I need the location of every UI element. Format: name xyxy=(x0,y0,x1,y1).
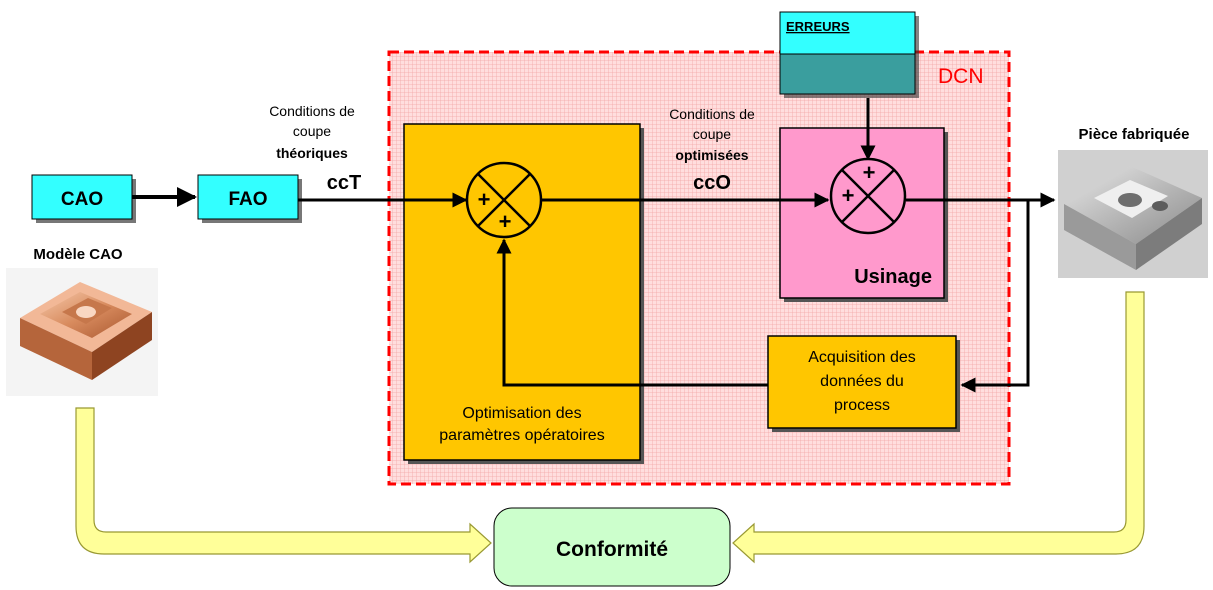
optimisation-label-line2: paramètres opératoires xyxy=(439,427,604,444)
cc-theo-line1: Conditions de xyxy=(269,103,355,119)
cct-label: ccT xyxy=(327,172,361,194)
cc-opt-line2: coupe xyxy=(693,126,731,142)
cc-theo-line3: théoriques xyxy=(276,145,348,161)
machined-part-image xyxy=(1058,150,1208,278)
cao-model-image xyxy=(6,268,158,396)
cc-opt-line1: Conditions de xyxy=(669,106,755,122)
fao-block xyxy=(197,174,302,223)
summing-junction-1 xyxy=(465,161,543,239)
cao-block xyxy=(31,174,136,223)
arrow-piece-to-conformite xyxy=(732,291,1145,564)
modele-cao-label: Modèle CAO xyxy=(33,246,123,263)
piece-fabriquee-label: Pièce fabriquée xyxy=(1079,126,1190,143)
acquisition-label-line2: données du xyxy=(820,373,904,390)
conformite-block xyxy=(493,507,731,587)
feedback-to-sum1 xyxy=(496,238,768,387)
fao-label: FAO xyxy=(228,189,267,210)
summing-junction-2 xyxy=(829,157,907,235)
dcn-label: DCN xyxy=(938,65,984,88)
erreurs-label: ERREURS xyxy=(786,19,850,34)
cc-theo-line2: coupe xyxy=(293,123,331,139)
sum1-plus-left: + xyxy=(478,187,491,212)
usinage-label: Usinage xyxy=(854,266,932,288)
cc-opt-line3: optimisées xyxy=(675,147,748,163)
optimisation-label-line1: Optimisation des xyxy=(462,405,581,422)
sum2-plus-top: + xyxy=(863,160,876,185)
cco-label: ccO xyxy=(693,172,731,194)
acquisition-label-line1: Acquisition des xyxy=(808,349,916,366)
sum2-plus-left: + xyxy=(842,183,855,208)
erreurs-block xyxy=(779,11,919,98)
conformite-label: Conformité xyxy=(556,538,668,561)
acquisition-block xyxy=(767,335,960,432)
cao-label: CAO xyxy=(61,189,103,210)
acquisition-label-line3: process xyxy=(834,397,890,414)
arrow-cao-to-conformite xyxy=(75,407,492,564)
sum1-plus-bottom: + xyxy=(499,209,512,234)
feedback-to-acquisition xyxy=(960,200,1030,393)
